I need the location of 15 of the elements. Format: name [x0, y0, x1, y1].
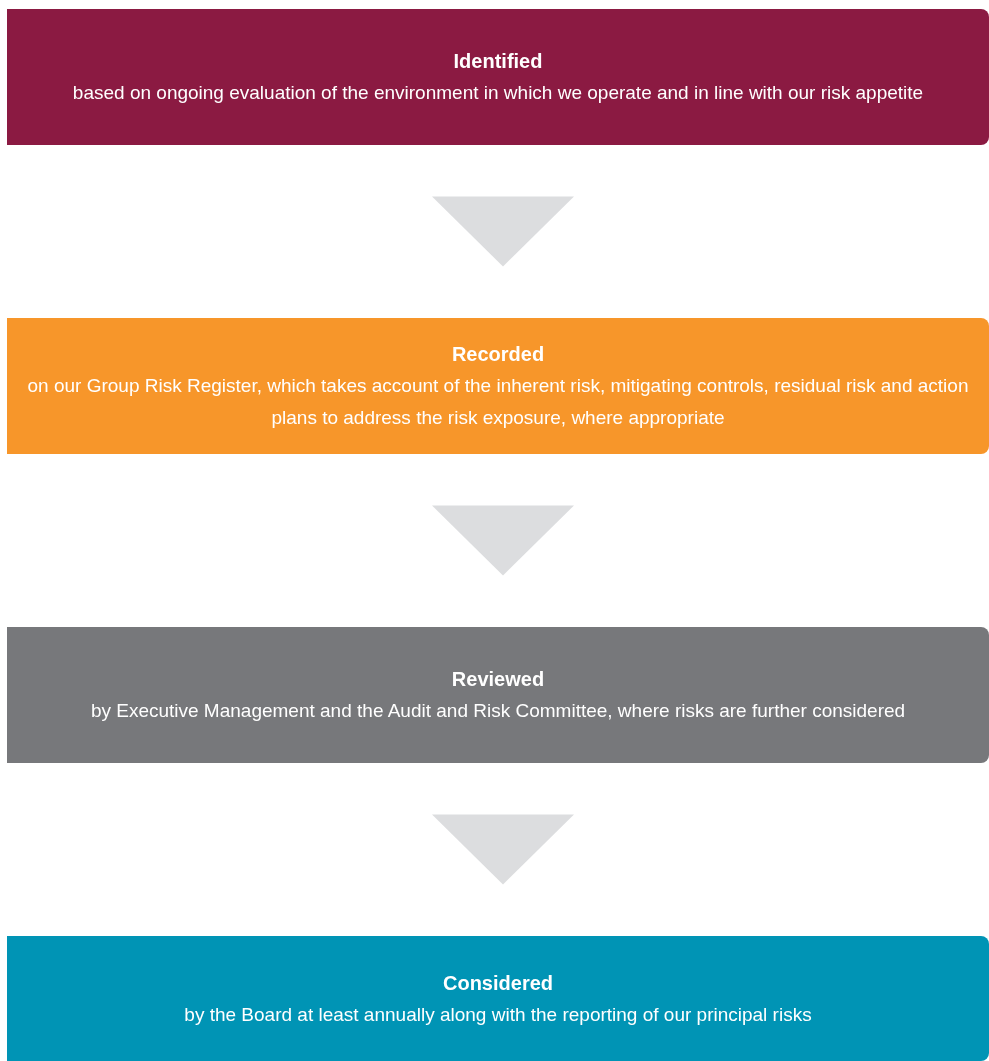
process-box: [7, 318, 989, 454]
step-description: by the Board at least annually along with the reporting of our principal risks: [184, 1002, 812, 1027]
process-box: [7, 627, 989, 763]
step-description: based on ongoing evaluation of the environment in which we operate and in line with our risk appetite: [72, 81, 924, 105]
step-description: on our Group Risk Register, which takes account of the inherent risk, mitigating controls, residual risk and action plans to address the risk exposure, where appropriate: [26, 374, 970, 430]
down-arrow: [432, 814, 574, 885]
step-title: Identified: [453, 49, 543, 74]
step-title: Reviewed: [451, 667, 545, 692]
down-arrow: [432, 196, 574, 267]
step-title: Considered: [443, 970, 553, 996]
process-box: [7, 9, 989, 145]
down-arrow: [432, 505, 574, 576]
step-description: by Executive Management and the Audit and Risk Committee, where risks are further considered: [90, 699, 906, 723]
process-box: [7, 936, 989, 1061]
step-title: Recorded: [451, 342, 545, 367]
